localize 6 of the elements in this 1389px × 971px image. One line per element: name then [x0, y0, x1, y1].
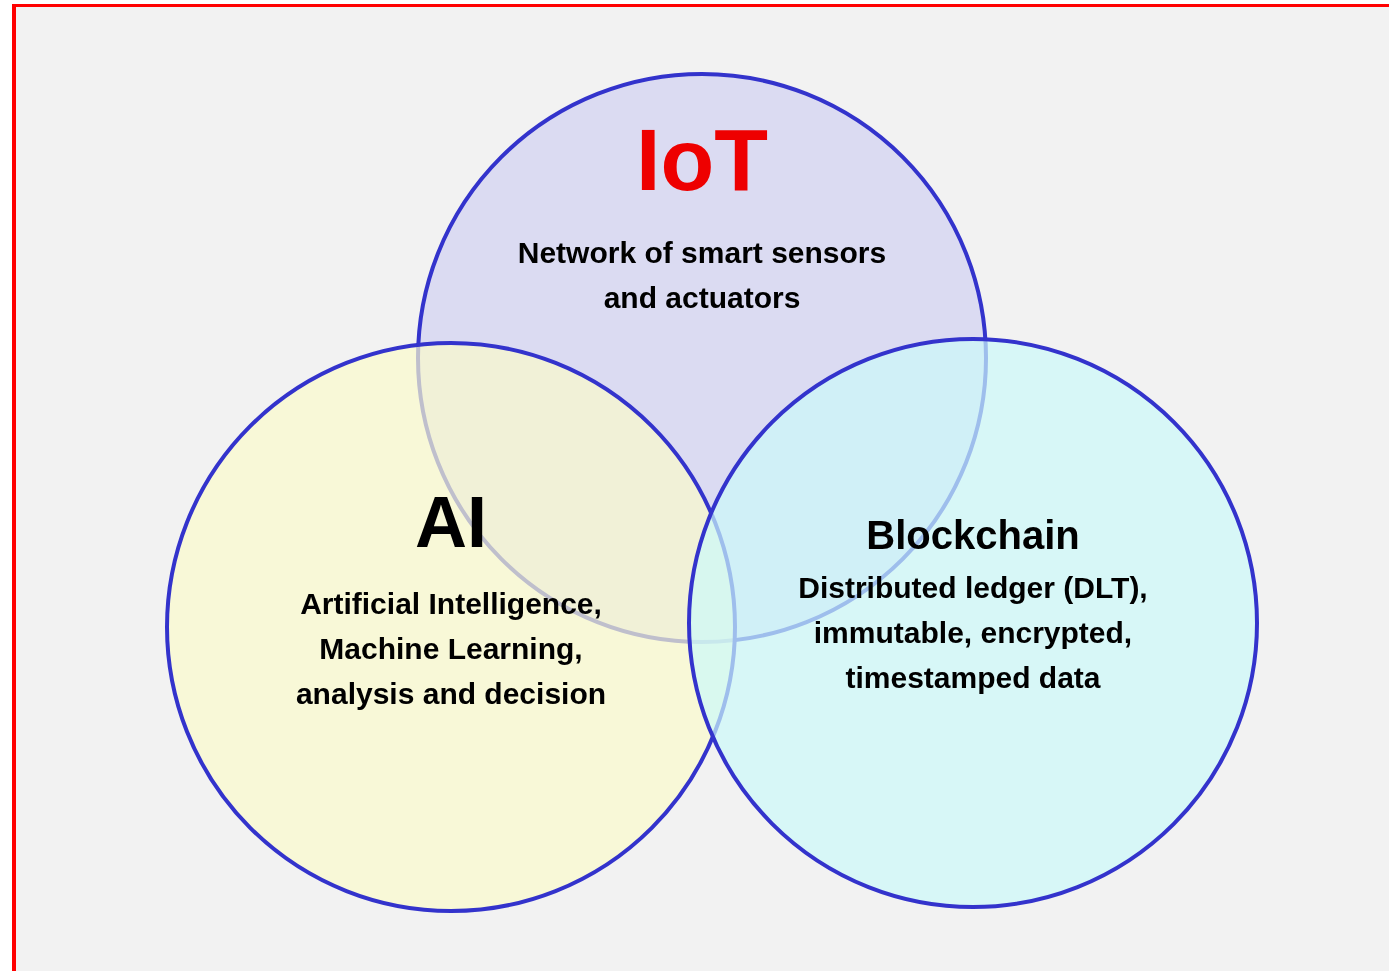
circle-description: Artificial Intelligence, Machine Learning, analysis and decision [294, 586, 608, 712]
circle-heading: Blockchain [865, 513, 1081, 557]
circle-heading: IoT [635, 112, 769, 209]
circle-description: Network of smart sensors and actuators [516, 235, 888, 316]
circle-heading: AI [414, 483, 488, 563]
circle-description: Distributed ledger (DLT), immutable, encrypted, timestamped data [797, 570, 1149, 696]
